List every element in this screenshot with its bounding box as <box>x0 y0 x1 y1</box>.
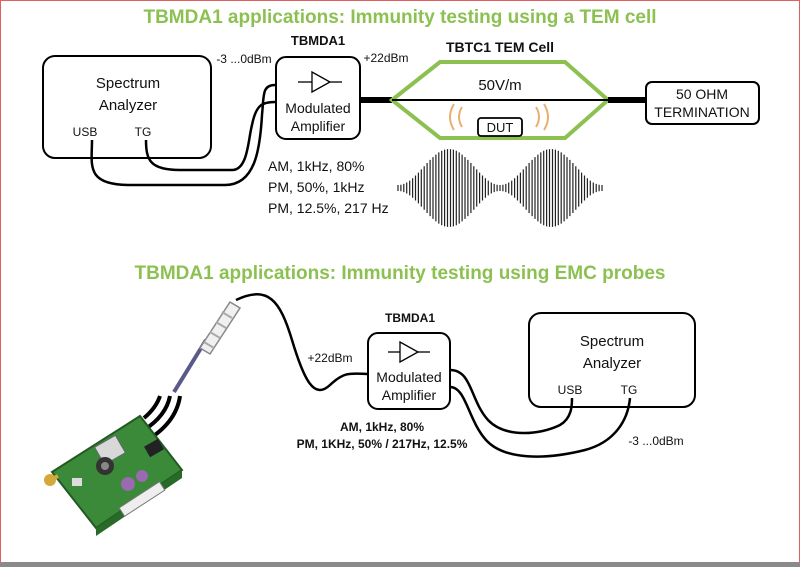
spectrum-analyzer-2-box <box>528 312 696 408</box>
input-level-2: -3 ...0dBm <box>628 434 683 448</box>
am-waveform-icon <box>397 149 603 227</box>
probe-cable <box>235 293 373 392</box>
spectrum-analyzer-1-label-2: Analyzer <box>99 97 157 114</box>
section1-title: TBMDA1 applications: Immunity testing us… <box>143 7 656 28</box>
amplifier-1-label-1: Modulated <box>285 100 350 116</box>
bottom-border <box>0 562 800 567</box>
termination-label-1: 50 OHM <box>676 86 728 102</box>
amplifier-2-symbol-icon <box>388 340 430 364</box>
pcb-board-icon <box>44 414 184 536</box>
modulation-1-1: AM, 1kHz, 80% <box>268 158 364 174</box>
tg-cable-1 <box>144 100 276 172</box>
output-level-2: +22dBm <box>307 351 352 365</box>
waveform-lines <box>397 149 603 227</box>
spectrum-analyzer-2-tg-port: TG <box>621 383 638 397</box>
amplifier-1-symbol-icon <box>298 70 342 94</box>
emc-probe-icon <box>172 300 242 394</box>
spectrum-analyzer-2-label-1: Spectrum <box>580 333 644 350</box>
amplifier-2-name: TBMDA1 <box>385 311 435 325</box>
output-level-1: +22dBm <box>363 51 408 65</box>
amplifier-1-label-2: Amplifier <box>291 118 346 134</box>
input-level-1: -3 ...0dBm <box>216 52 271 66</box>
spectrum-analyzer-2-label-2: Analyzer <box>583 355 641 372</box>
amplifier-1-name: TBMDA1 <box>291 33 345 48</box>
amplifier-2-label-1: Modulated <box>376 369 441 385</box>
spectrum-analyzer-1-tg-port: TG <box>135 125 152 139</box>
amplifier-2-label-2: Amplifier <box>382 387 437 403</box>
section2-title: TBMDA1 applications: Immunity testing us… <box>135 263 666 284</box>
spectrum-analyzer-1-label-1: Spectrum <box>96 75 160 92</box>
usb-cable-2 <box>449 368 574 435</box>
tem-cell-field-strength: 50V/m <box>478 77 521 94</box>
usb-cable-1 <box>90 83 276 187</box>
modulation-2-1: AM, 1kHz, 80% <box>340 420 424 434</box>
modulation-1-2: PM, 50%, 1kHz <box>268 179 364 195</box>
spectrum-analyzer-1-box <box>42 55 212 159</box>
termination-label-2: TERMINATION <box>654 104 749 120</box>
dut-label: DUT <box>487 120 514 135</box>
dut-box <box>477 117 523 137</box>
spectrum-analyzer-2-usb-port: USB <box>558 383 583 397</box>
spectrum-analyzer-1-usb-port: USB <box>73 125 98 139</box>
termination-box <box>645 81 760 125</box>
signal-waves-icon <box>449 103 549 131</box>
modulation-2-2: PM, 1KHz, 50% / 217Hz, 12.5% <box>297 437 468 451</box>
tg-cable-2 <box>449 385 632 458</box>
modulation-1-3: PM, 12.5%, 217 Hz <box>268 200 389 216</box>
tem-cell-title: TBTC1 TEM Cell <box>446 39 554 55</box>
